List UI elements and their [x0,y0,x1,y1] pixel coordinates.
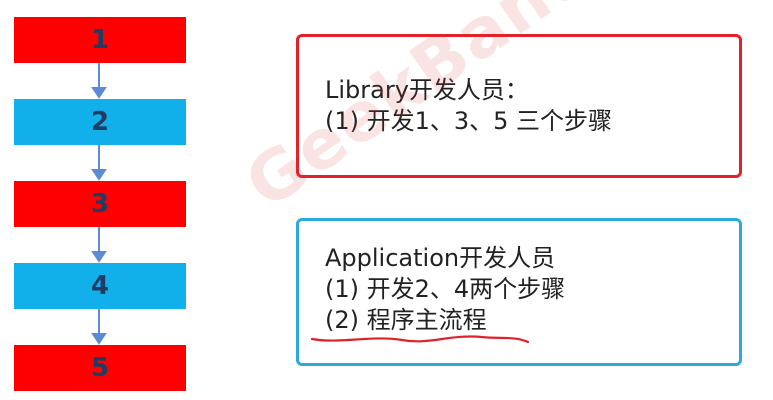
library-developer-box: Library开发人员： (1) 开发1、3、5 三个步骤 [296,34,742,178]
library-box-line-1: (1) 开发1、3、5 三个步骤 [325,107,613,135]
step-label-3: 3 [90,189,110,219]
arrow-head-2-to-3 [91,169,107,181]
step-box-5: 5 [14,345,186,391]
application-developer-box: Application开发人员 (1) 开发2、4两个步骤 (2) 程序主流程 [296,218,742,366]
application-box-line-1: (1) 开发2、4两个步骤 [325,275,566,303]
flow-arrows [91,63,107,345]
arrow-head-1-to-2 [91,87,107,99]
step-box-3: 3 [14,181,186,227]
step-label-4: 4 [90,271,110,301]
library-box-title: Library开发人员： [325,76,529,104]
application-box-title: Application开发人员 [325,244,556,272]
step-box-4: 4 [14,263,186,309]
step-label-5: 5 [90,353,110,383]
step-box-1: 1 [14,17,186,63]
step-box-2: 2 [14,99,186,145]
arrow-head-4-to-5 [91,333,107,345]
step-label-2: 2 [90,107,110,137]
arrow-head-3-to-4 [91,251,107,263]
application-box-line-2: (2) 程序主流程 [325,306,487,334]
step-label-1: 1 [90,25,110,55]
